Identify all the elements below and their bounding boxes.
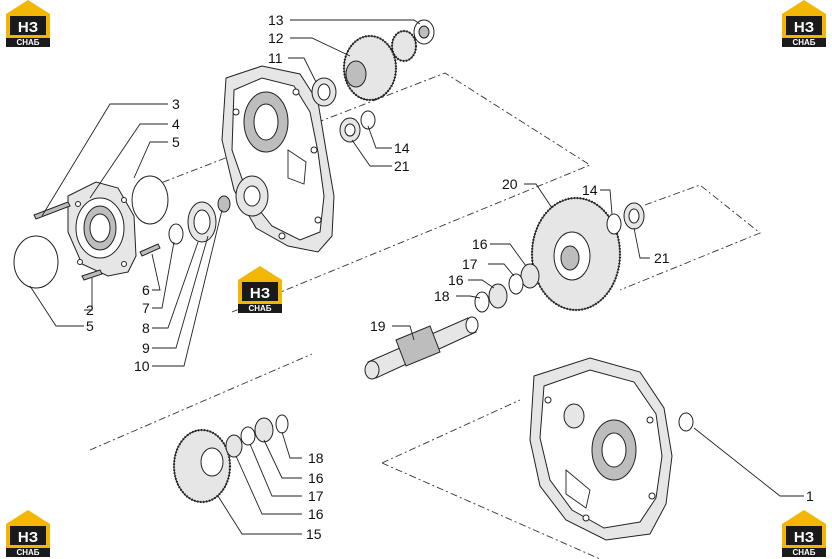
rear-housing (529, 357, 673, 541)
o-ring-5-left (13, 235, 59, 289)
svg-text:НЗ: НЗ (794, 19, 814, 36)
callout-17-a: 17 (462, 256, 478, 272)
callout-5-upper: 5 (172, 134, 180, 150)
callout-1: 1 (806, 488, 814, 504)
callout-17-b: 17 (308, 488, 324, 504)
callout-10: 10 (134, 358, 150, 374)
ring-14-upper (360, 110, 376, 130)
o-ring-5-right (131, 175, 169, 225)
callout-18-a: 18 (434, 288, 450, 304)
callout-16-d: 16 (308, 506, 324, 522)
lower-gear-group (172, 414, 289, 504)
callout-18-b: 18 (308, 450, 324, 466)
logo-bottom-left: НЗ СНАБ (6, 510, 50, 557)
svg-text:НЗ: НЗ (794, 529, 814, 546)
callout-20: 20 (502, 176, 518, 192)
logo-center: НЗ СНАБ (238, 266, 282, 313)
svg-text:СНАБ: СНАБ (248, 304, 271, 313)
callout-16-b: 16 (448, 272, 464, 288)
ring-18-lower (275, 414, 289, 434)
logo-top-left: НЗ СНАБ (6, 0, 50, 47)
callout-3: 3 (172, 96, 180, 112)
bolt-2 (81, 269, 103, 281)
ring-18-upper (474, 291, 490, 313)
upper-gear-cluster (311, 19, 435, 143)
callout-7: 7 (142, 300, 150, 316)
callout-2: 2 (86, 302, 94, 318)
ring-17-lower (240, 426, 256, 446)
svg-text:НЗ: НЗ (250, 285, 270, 302)
seal-ring-1 (678, 412, 694, 432)
bearing-16-lower-left (225, 434, 243, 458)
svg-text:НЗ: НЗ (18, 19, 38, 36)
callout-5-lower: 5 (86, 318, 94, 334)
seal-10 (217, 195, 231, 213)
ring-14-right (606, 213, 622, 235)
callout-16-a: 16 (472, 236, 488, 252)
svg-text:СНАБ: СНАБ (16, 38, 39, 47)
leader-lines (29, 19, 804, 535)
bearing-16-lower-right (254, 417, 274, 443)
callout-14-upper: 14 (394, 140, 410, 156)
callout-21-upper: 21 (394, 158, 410, 174)
bolt-6 (139, 243, 161, 257)
callout-labels: 1 2 3 4 5 5 6 7 8 9 10 11 12 13 14 14 15… (86, 12, 814, 542)
front-housing (221, 65, 335, 253)
main-gear-group (474, 196, 645, 313)
callout-13: 13 (268, 12, 284, 28)
svg-text:СНАБ: СНАБ (792, 38, 815, 47)
callout-11: 11 (268, 50, 283, 66)
callout-14-right: 14 (582, 182, 598, 198)
shaft-19 (364, 316, 479, 380)
long-bolt-3 (33, 201, 71, 220)
callout-21-right: 21 (654, 250, 670, 266)
callout-9: 9 (142, 340, 150, 356)
bearing-16-upper (520, 263, 540, 289)
bearing-16-lower (488, 283, 508, 309)
callout-8: 8 (142, 320, 150, 336)
callout-12: 12 (268, 30, 284, 46)
svg-text:НЗ: НЗ (18, 529, 38, 546)
logo-bottom-right: НЗ СНАБ (782, 510, 826, 557)
logo-top-right: НЗ СНАБ (782, 0, 826, 47)
callout-6: 6 (142, 282, 150, 298)
callout-15: 15 (306, 526, 322, 542)
callout-4: 4 (172, 116, 180, 132)
callout-19: 19 (370, 318, 386, 334)
washer-7 (168, 223, 184, 245)
callout-16-c: 16 (308, 470, 324, 486)
svg-text:СНАБ: СНАБ (792, 548, 815, 557)
ring-17-upper (508, 273, 524, 295)
svg-text:СНАБ: СНАБ (16, 548, 39, 557)
